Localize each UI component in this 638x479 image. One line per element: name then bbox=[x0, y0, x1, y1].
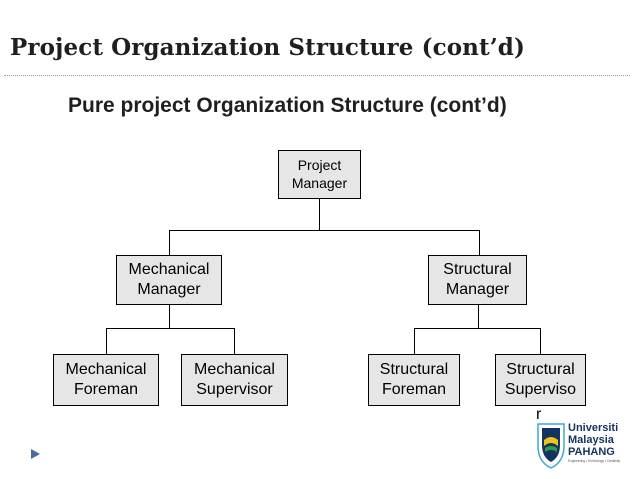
node-label: Foreman bbox=[73, 381, 139, 398]
node-label: Mechanical bbox=[194, 361, 275, 378]
slide-title: Project Organization Structure (cont’d) bbox=[10, 34, 525, 61]
node-label: Mechanical bbox=[128, 261, 210, 278]
node-label: Project bbox=[297, 157, 342, 173]
logo-line-3: PAHANG bbox=[568, 446, 615, 458]
node-mechanical-supervisor: Mechanical Supervisor bbox=[181, 354, 288, 406]
node-label: Manager bbox=[291, 174, 348, 191]
node-label: Manager bbox=[445, 281, 510, 298]
logo-line-2: Malaysia bbox=[568, 434, 615, 446]
node-project-manager: Project Manager bbox=[278, 150, 361, 199]
logo-tagline: Engineering • Technology • Creativity bbox=[568, 459, 621, 463]
node-mechanical-foreman: Mechanical Foreman bbox=[53, 354, 159, 406]
logo-line-1: Universiti bbox=[568, 422, 618, 434]
node-label: Superviso bbox=[504, 381, 577, 398]
node-label-overflow: r bbox=[536, 406, 542, 423]
shield-crest-icon bbox=[537, 423, 565, 469]
node-label: Manager bbox=[137, 281, 201, 298]
slide-subtitle: Pure project Organization Structure (con… bbox=[68, 94, 507, 117]
node-label: Mechanical bbox=[65, 361, 147, 378]
node-mechanical-manager: Mechanical Manager bbox=[116, 255, 222, 305]
node-structural-supervisor: Structural Superviso bbox=[495, 354, 586, 406]
node-label: Foreman bbox=[381, 381, 447, 398]
node-structural-manager: Structural Manager bbox=[428, 255, 527, 305]
university-logo: Universiti Malaysia PAHANG Engineering •… bbox=[537, 422, 621, 469]
node-structural-foreman: Structural Foreman bbox=[368, 354, 460, 406]
node-label: Structural bbox=[379, 361, 449, 378]
bullet-arrow-icon bbox=[31, 449, 40, 459]
node-label: Structural bbox=[443, 261, 512, 278]
node-label: Supervisor bbox=[196, 381, 273, 398]
node-label: Structural bbox=[506, 361, 575, 378]
title-divider bbox=[4, 75, 630, 76]
